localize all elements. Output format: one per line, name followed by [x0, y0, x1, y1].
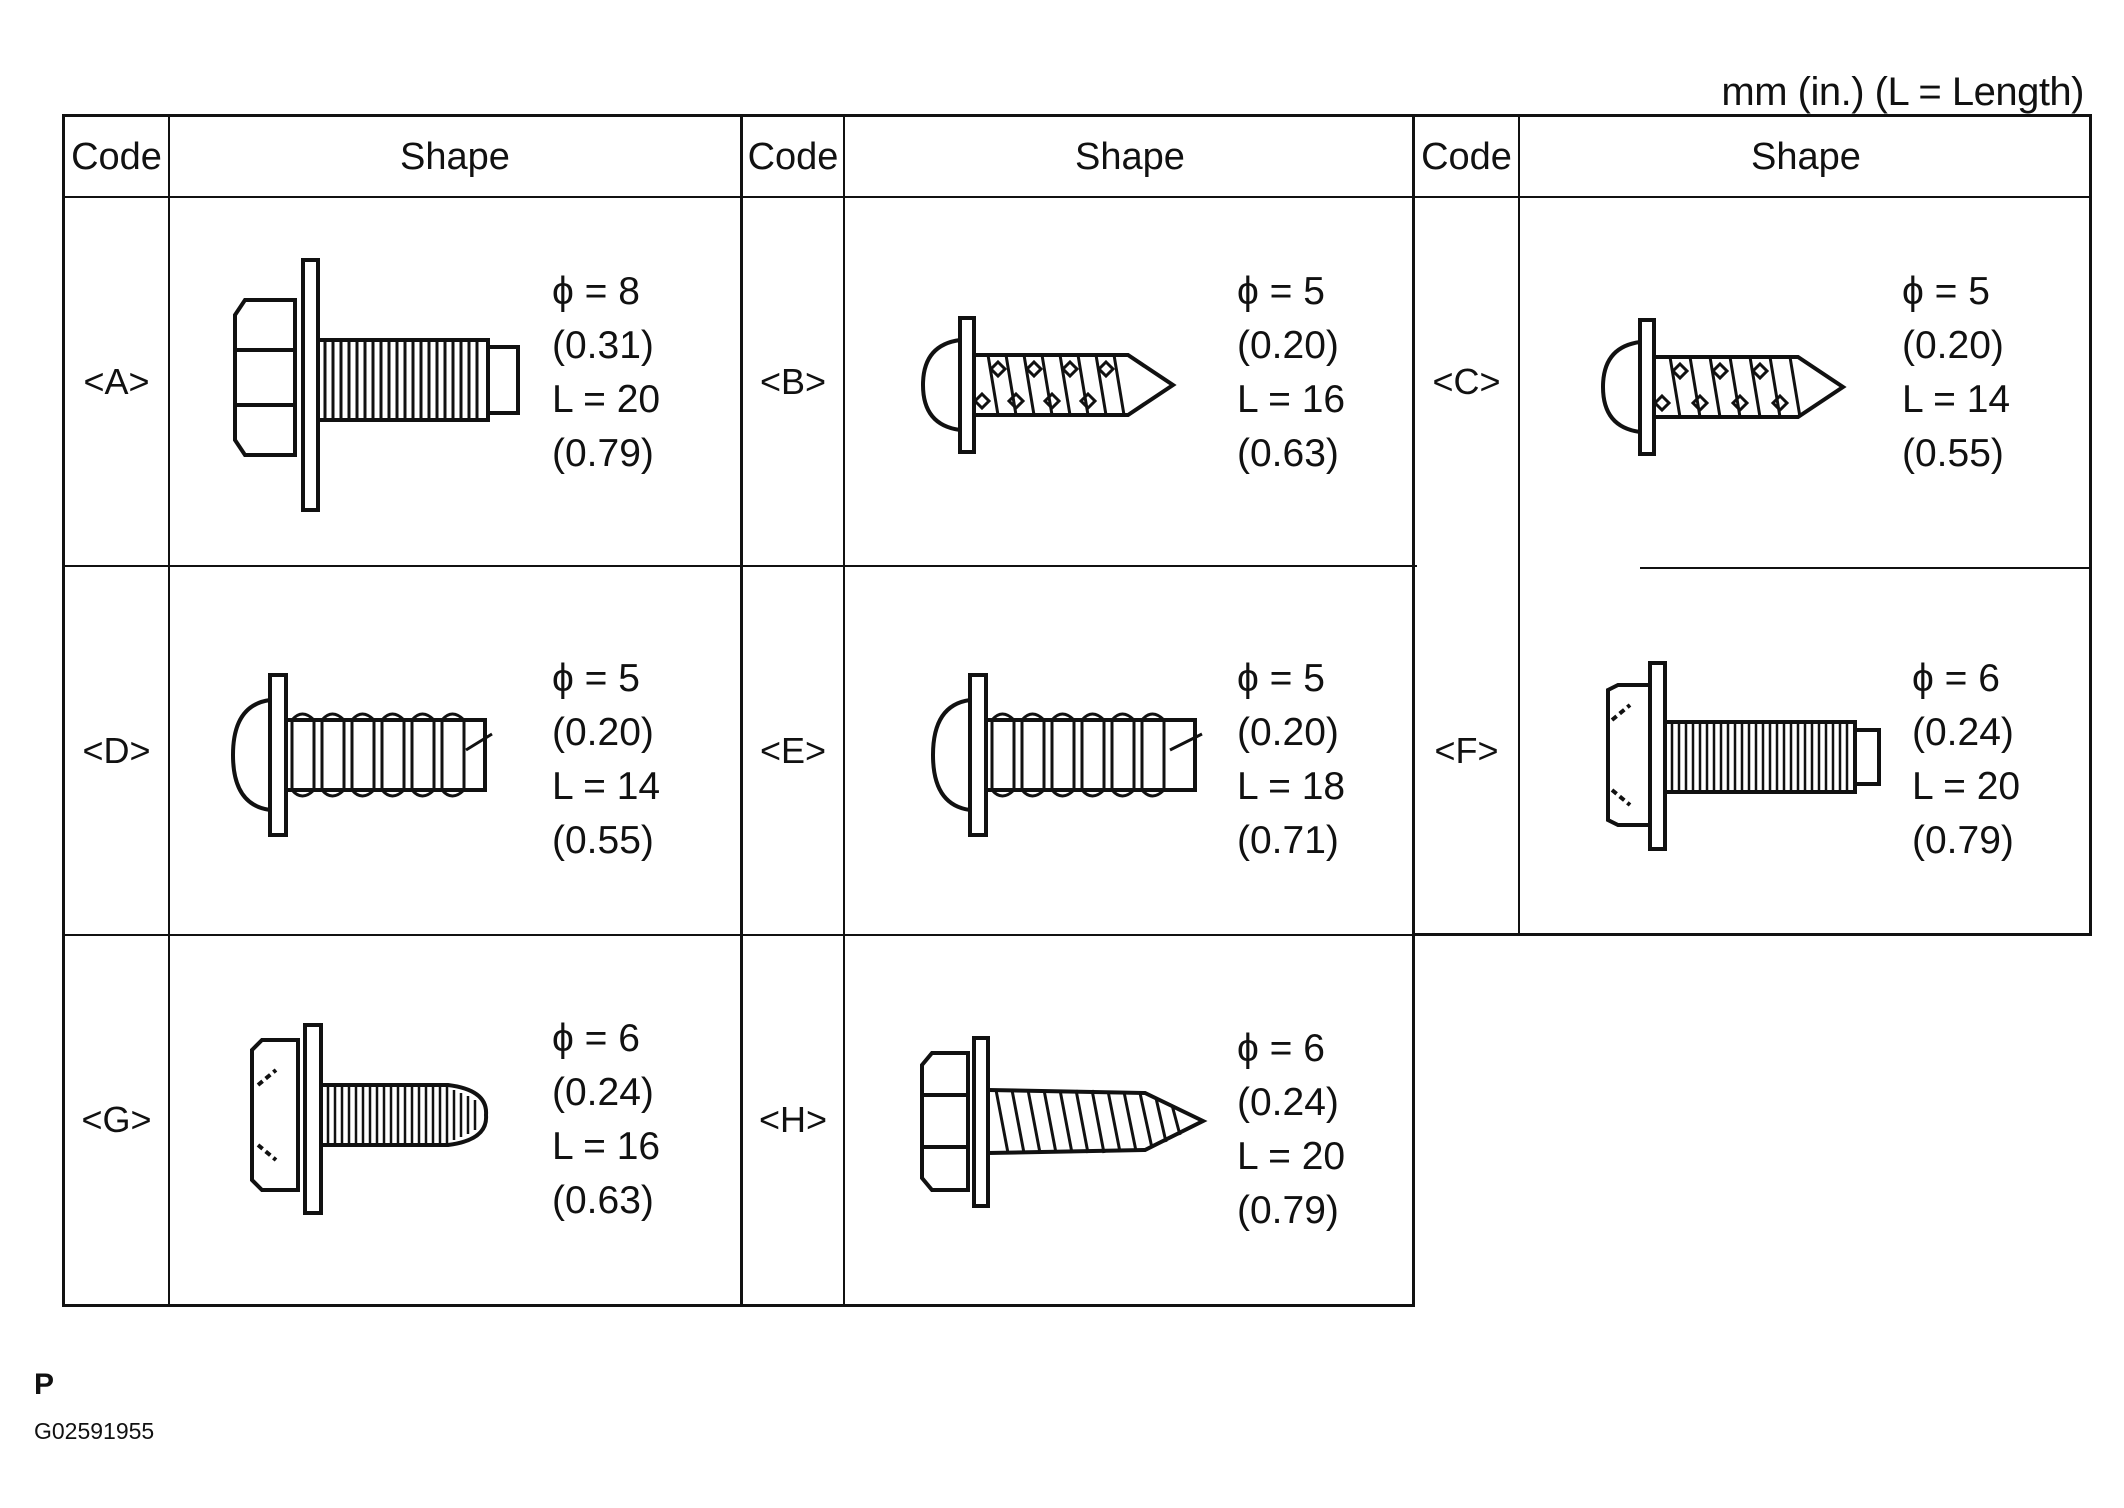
header-code-1: Code [71, 135, 162, 178]
header-code-2: Code [747, 135, 839, 178]
spec-f-diameter-in: (0.24) [1912, 711, 2014, 754]
spec-f-length: L = 20 [1912, 765, 2021, 808]
spec-g-length-in: (0.63) [552, 1179, 654, 1222]
units-note: mm (in.) (L = Length) [1721, 70, 2084, 114]
spec-a: ϕ = 8 (0.31) L = 20 (0.79) [552, 265, 660, 481]
code-c: <C> [1432, 360, 1501, 402]
pan-head-coarse-thread-screw-icon [230, 673, 493, 837]
spec-h-diameter: ϕ = 6 [1237, 1027, 1325, 1070]
spec-d-length: L = 14 [552, 765, 661, 808]
spec-h-length: L = 20 [1237, 1135, 1346, 1178]
header-shape-2: Shape [1075, 135, 1185, 178]
spec-h-diameter-in: (0.24) [1237, 1081, 1339, 1124]
spec-g-length: L = 16 [552, 1125, 661, 1168]
spec-c: ϕ = 5 (0.20) L = 14 (0.55) [1902, 265, 2010, 481]
spec-e-length-in: (0.71) [1237, 819, 1339, 862]
spec-e-diameter: ϕ = 5 [1237, 657, 1325, 700]
spec-b-diameter-in: (0.20) [1237, 324, 1339, 367]
spec-a-length: L = 20 [552, 378, 661, 421]
spec-e-diameter-in: (0.20) [1237, 711, 1339, 754]
spec-f-length-in: (0.79) [1912, 819, 2014, 862]
spec-b-length-in: (0.63) [1237, 432, 1339, 475]
pan-head-coarse-thread-screw-icon [930, 673, 1203, 837]
header-shape-1: Shape [400, 135, 510, 178]
footer-mark: P [34, 1368, 55, 1401]
hex-flange-tapered-bolt-icon [250, 1023, 489, 1215]
code-g: <G> [81, 1099, 152, 1140]
pan-head-tapping-screw-icon [920, 316, 1177, 454]
header-shape-3: Shape [1751, 135, 1861, 178]
hex-flange-bolt-icon [233, 258, 520, 512]
code-h: <H> [758, 1099, 828, 1140]
spec-a-diameter: ϕ = 8 [552, 270, 640, 313]
code-f: <F> [1434, 729, 1499, 771]
pan-head-tapping-screw-icon [1600, 318, 1847, 456]
spec-g-diameter: ϕ = 6 [552, 1017, 640, 1060]
spec-f: ϕ = 6 (0.24) L = 20 (0.79) [1912, 652, 2020, 868]
spec-b: ϕ = 5 (0.20) L = 16 (0.63) [1237, 265, 1345, 481]
spec-e-length: L = 18 [1237, 765, 1346, 808]
code-b: <B> [759, 360, 827, 402]
spec-d-diameter: ϕ = 5 [552, 657, 640, 700]
spec-b-diameter: ϕ = 5 [1237, 270, 1325, 313]
code-a: <A> [83, 360, 150, 402]
figure-id: G02591955 [34, 1418, 155, 1444]
code-e: <E> [759, 729, 827, 771]
hex-head-tapping-screw-icon [920, 1036, 1208, 1208]
spec-f-diameter: ϕ = 6 [1912, 657, 2000, 700]
spec-g: ϕ = 6 (0.24) L = 16 (0.63) [552, 1012, 660, 1228]
spec-c-length: L = 14 [1902, 378, 2011, 421]
spec-g-diameter-in: (0.24) [552, 1071, 654, 1114]
spec-b-length: L = 16 [1237, 378, 1346, 421]
spec-a-length-in: (0.79) [552, 432, 654, 475]
spec-h: ϕ = 6 (0.24) L = 20 (0.79) [1237, 1022, 1345, 1238]
spec-c-diameter-in: (0.20) [1902, 324, 2004, 367]
spec-e: ϕ = 5 (0.20) L = 18 (0.71) [1237, 652, 1345, 868]
spec-a-diameter-in: (0.31) [552, 324, 654, 367]
hex-flange-bolt-icon [1606, 661, 1881, 851]
spec-d-length-in: (0.55) [552, 819, 654, 862]
spec-c-length-in: (0.55) [1902, 432, 2004, 475]
code-d: <D> [82, 729, 151, 771]
spec-d-diameter-in: (0.20) [552, 711, 654, 754]
spec-c-diameter: ϕ = 5 [1902, 270, 1990, 313]
spec-h-length-in: (0.79) [1237, 1189, 1339, 1232]
header-code-3: Code [1421, 135, 1512, 178]
spec-d: ϕ = 5 (0.20) L = 14 (0.55) [552, 652, 660, 868]
